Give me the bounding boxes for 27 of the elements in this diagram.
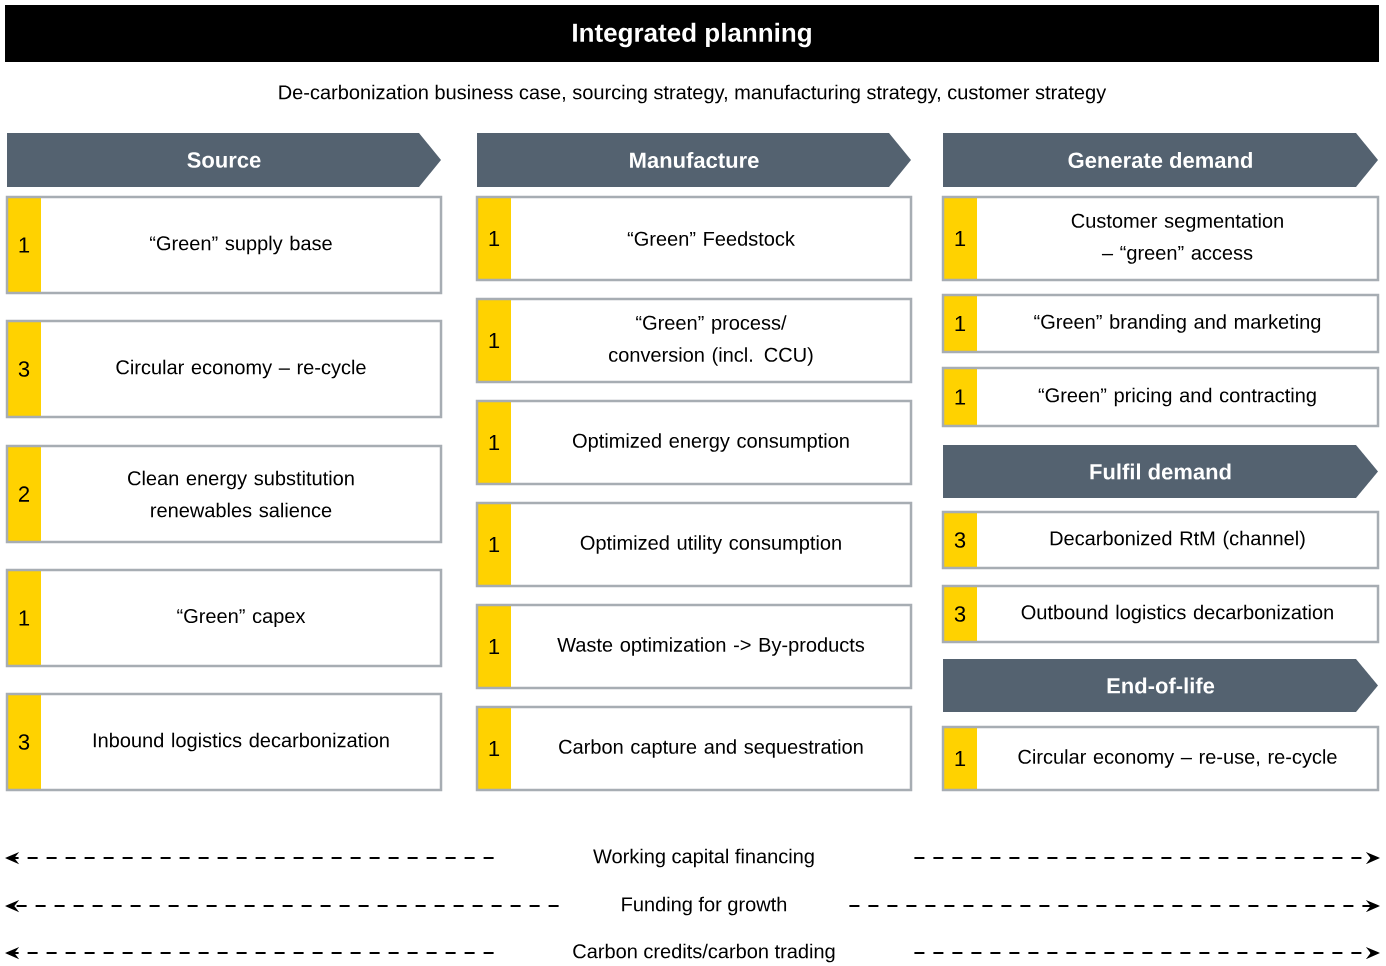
row-label: Carbon credits/carbon trading bbox=[573, 943, 835, 963]
item-box: 2 Clean energy substitution renewables salience bbox=[5, 444, 443, 544]
item-box: 3 Inbound logistics decarbonization bbox=[5, 692, 443, 792]
section-header: Fulfil demand bbox=[943, 445, 1378, 498]
item-box: 1 Optimized energy consumption bbox=[475, 399, 913, 486]
item-box: 3 Decarbonized RtM (channel) bbox=[941, 510, 1380, 570]
row-label: Funding for growth bbox=[622, 896, 787, 916]
item-box: 1 Customer segmentation – “green” access bbox=[941, 195, 1380, 282]
title-bar: Integrated planning bbox=[5, 5, 1379, 62]
subtitle: De-carbonization business case, sourcing strategy, manufacturing strategy, customer strategy bbox=[279, 84, 1107, 104]
item-box: 1 Carbon capture and sequestration bbox=[475, 705, 913, 792]
item-box: 3 Outbound logistics decarbonization bbox=[941, 584, 1380, 644]
item-box: 1 “Green” Feedstock bbox=[475, 195, 913, 282]
section-header: Generate demand bbox=[943, 133, 1378, 187]
item-box: 1 “Green” capex bbox=[5, 568, 443, 668]
item-box: 1 Waste optimization -> By-products bbox=[475, 603, 913, 690]
item-box: 3 Circular economy – re-cycle bbox=[5, 319, 443, 419]
section-header: Source bbox=[7, 133, 441, 187]
item-box: 1 Circular economy – re-use, re-cycle bbox=[941, 725, 1380, 792]
item-box: 1 Optimized utility consumption bbox=[475, 501, 913, 588]
item-box: 1 “Green” pricing and contracting bbox=[941, 366, 1380, 428]
item-box: 1 “Green” process/ conversion (incl. CCU) bbox=[475, 297, 913, 384]
section-header: Manufacture bbox=[477, 133, 911, 187]
row-label: Working capital financing bbox=[593, 848, 814, 868]
item-box: 1 “Green” branding and marketing bbox=[941, 293, 1380, 354]
item-box: 1 “Green” supply base bbox=[5, 195, 443, 295]
section-header: End-of-life bbox=[943, 659, 1378, 712]
